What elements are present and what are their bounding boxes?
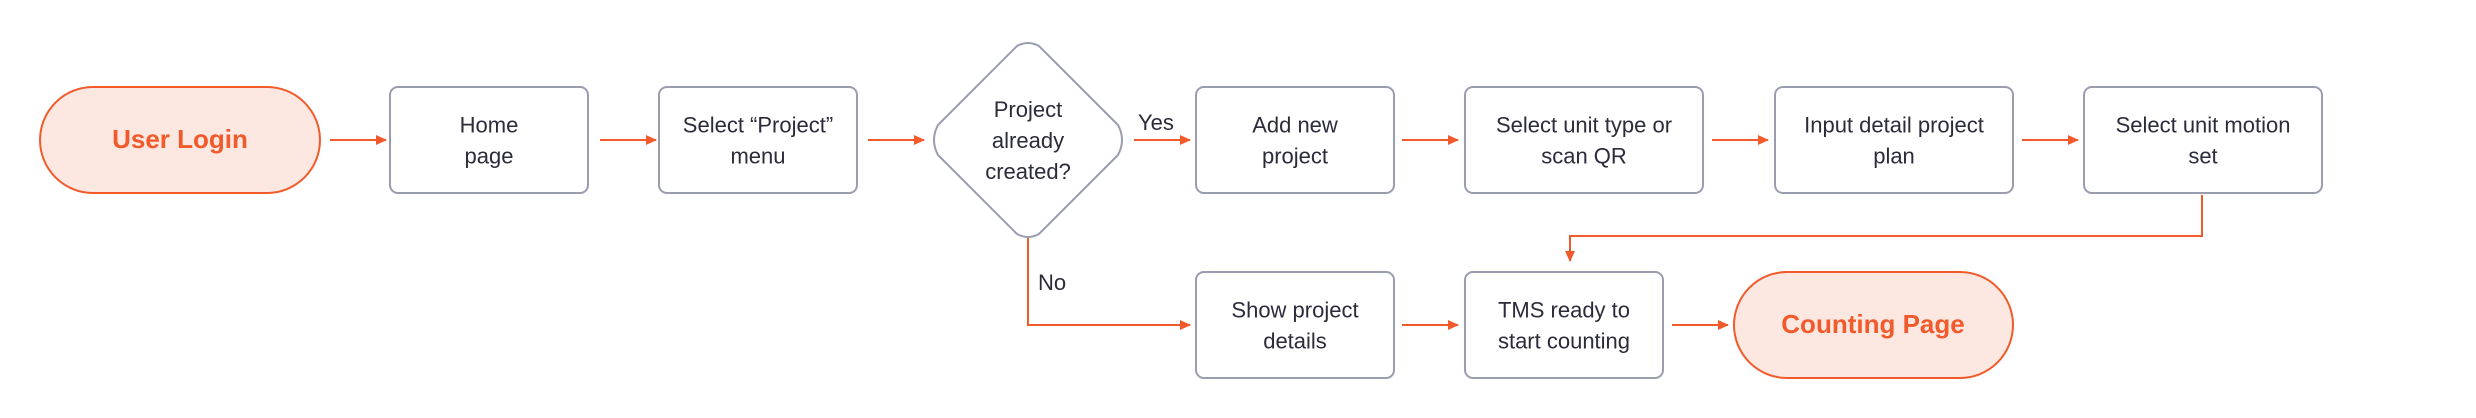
step-show-project-details: Show project details bbox=[1195, 271, 1395, 379]
select-motion-set-label: Select unit motion set bbox=[2116, 113, 2291, 169]
edge-decision-no bbox=[1027, 238, 1191, 330]
node-label-line: plan bbox=[1873, 144, 1915, 169]
node-label-line: start counting bbox=[1498, 329, 1630, 354]
decision-project-already-created: Project already created? bbox=[933, 42, 1123, 238]
node-label-line: project bbox=[1262, 144, 1328, 169]
node-label-line: TMS ready to bbox=[1498, 298, 1630, 323]
counting-page-label: Counting Page bbox=[1781, 309, 1964, 339]
project-created-label: Project already created? bbox=[985, 97, 1071, 184]
node-label-line: Select “Project” bbox=[683, 113, 833, 138]
step-select-project-menu: Select “Project” menu bbox=[658, 86, 858, 194]
node-label-line: page bbox=[465, 144, 514, 169]
node-label-line: already bbox=[992, 128, 1064, 153]
node-label-line: Select unit type or bbox=[1496, 113, 1672, 138]
no-label: No bbox=[1038, 270, 1066, 295]
input-detail-plan-label: Input detail project plan bbox=[1804, 113, 1984, 169]
node-label-line: created? bbox=[985, 159, 1071, 184]
end-terminal-counting-page: Counting Page bbox=[1733, 271, 2014, 379]
step-select-unit-motion-set: Select unit motion set bbox=[2083, 86, 2323, 194]
edge-motion-set-to-tms bbox=[1565, 195, 2203, 262]
node-label-line: Project bbox=[994, 97, 1062, 122]
node-label-line: menu bbox=[730, 144, 785, 169]
user-login-label: User Login bbox=[112, 124, 248, 154]
step-input-detail-project-plan: Input detail project plan bbox=[1774, 86, 2014, 194]
step-add-new-project: Add new project bbox=[1195, 86, 1395, 194]
add-new-project-label: Add new project bbox=[1252, 113, 1338, 169]
step-home-page: Home page bbox=[389, 86, 589, 194]
step-select-unit-type: Select unit type or scan QR bbox=[1464, 86, 1704, 194]
node-label-line: Select unit motion bbox=[2116, 113, 2291, 138]
node-label-line: scan QR bbox=[1541, 144, 1627, 169]
node-label-line: details bbox=[1263, 329, 1327, 354]
tms-ready-label: TMS ready to start counting bbox=[1498, 298, 1630, 354]
show-project-details-label: Show project details bbox=[1231, 298, 1358, 354]
select-project-menu-label: Select “Project” menu bbox=[683, 113, 833, 169]
node-label-line: Counting Page bbox=[1781, 309, 1964, 339]
node-label-line: Add new bbox=[1252, 113, 1338, 138]
select-unit-type-label: Select unit type or scan QR bbox=[1496, 113, 1672, 169]
node-label-line: User Login bbox=[112, 124, 248, 154]
connectors bbox=[330, 135, 2203, 330]
node-label-line: Input detail project bbox=[1804, 113, 1984, 138]
home-page-label: Home page bbox=[460, 113, 519, 169]
start-terminal-user-login: User Login bbox=[39, 86, 321, 194]
node-label-line: Home bbox=[460, 113, 519, 138]
node-label-line: set bbox=[2188, 144, 2217, 169]
yes-label: Yes bbox=[1138, 110, 1174, 135]
step-tms-ready: TMS ready to start counting bbox=[1464, 271, 1664, 379]
node-label-line: Show project bbox=[1231, 298, 1358, 323]
